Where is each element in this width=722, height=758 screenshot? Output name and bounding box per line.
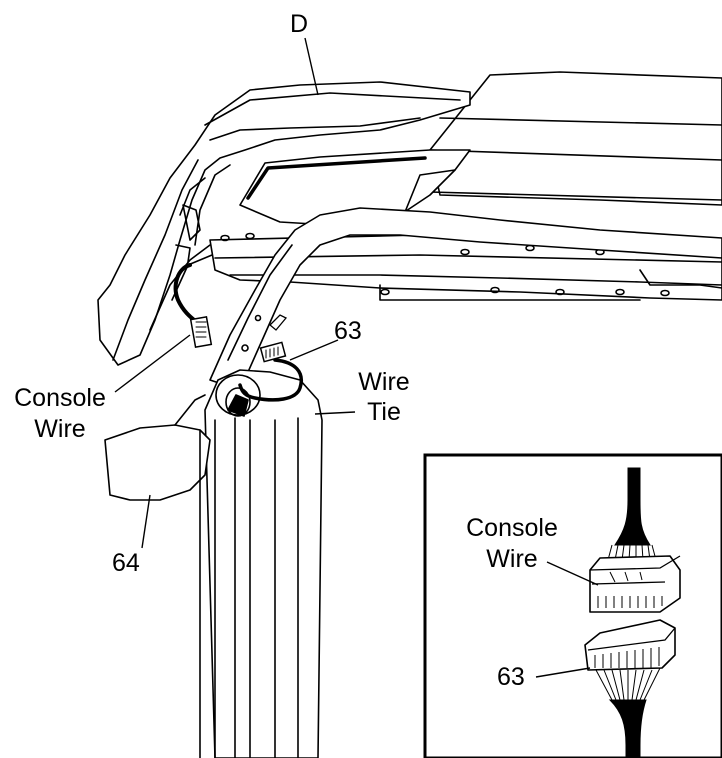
inset-frame bbox=[423, 453, 722, 758]
inset-console-wire-cable bbox=[614, 467, 651, 546]
upright-tube bbox=[204, 369, 323, 758]
leader-wire-tie bbox=[314, 411, 356, 415]
wire-63-connector bbox=[259, 341, 287, 363]
wires-main bbox=[173, 263, 303, 402]
console-wire bbox=[173, 263, 202, 327]
part-64-label: 64 bbox=[112, 549, 140, 577]
leader-lines bbox=[114, 37, 356, 549]
leader-console-wire bbox=[114, 334, 191, 393]
inset-leader-console-wire bbox=[546, 561, 599, 586]
inset-console-wire-fan bbox=[607, 544, 657, 561]
console-housing bbox=[97, 81, 471, 366]
leader-D bbox=[304, 37, 319, 96]
wire-tie-label-line1: Wire bbox=[358, 368, 410, 396]
hood-64 bbox=[104, 424, 211, 501]
inset-63-cable bbox=[608, 699, 647, 758]
wire-63 bbox=[238, 358, 303, 402]
inset-console-wire-label-line2: Wire bbox=[486, 545, 538, 573]
inset-63-fan bbox=[595, 667, 661, 701]
step-marker-label: D bbox=[290, 10, 309, 38]
inset-part-63-label: 63 bbox=[497, 663, 525, 691]
console-top-right-back bbox=[429, 71, 722, 206]
inset-detail bbox=[423, 453, 722, 758]
leader-63 bbox=[289, 339, 339, 361]
console-wire-label-line1: Console bbox=[14, 384, 106, 412]
leader-64 bbox=[141, 494, 151, 549]
inset-console-wire-label-line1: Console bbox=[466, 514, 558, 542]
inset-leader-63 bbox=[535, 667, 591, 678]
handrail-arm bbox=[209, 207, 722, 391]
console-assembly bbox=[97, 71, 722, 758]
console-wire-label-line2: Wire bbox=[34, 415, 86, 443]
part-63-label: 63 bbox=[334, 317, 362, 345]
wire-tie-label-line2: Tie bbox=[367, 398, 401, 426]
